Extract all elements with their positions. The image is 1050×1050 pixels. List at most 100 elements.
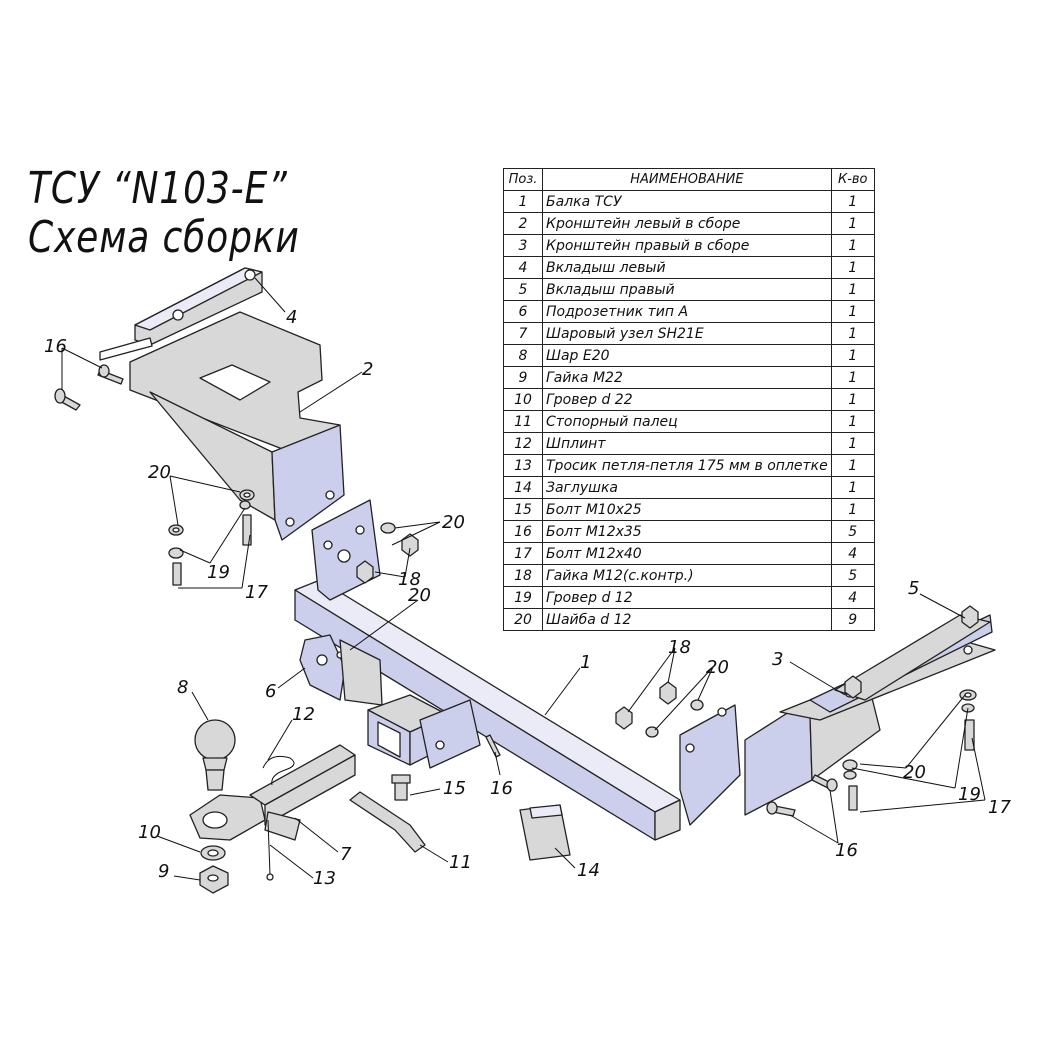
cell-name: Тросик петля-петля 175 мм в оплетке <box>542 454 832 477</box>
callout-5: 5 <box>908 578 919 599</box>
cell-name: Вкладыш левый <box>542 256 832 279</box>
title-line-2: Схема сборки <box>28 212 300 263</box>
callout-20a: 20 <box>148 462 171 483</box>
cell-qty: 1 <box>830 366 875 389</box>
callout-8: 8 <box>177 677 188 698</box>
callout-3: 3 <box>772 649 783 670</box>
part-10-spring-washer <box>200 845 226 861</box>
callout-19a: 19 <box>207 562 230 583</box>
callout-20b: 20 <box>442 512 465 533</box>
cell-pos: 9 <box>503 366 543 389</box>
table-header-row: Поз. НАИМЕНОВАНИЕ К-во <box>503 168 875 191</box>
callout-17a: 17 <box>245 582 268 603</box>
callout-16a: 16 <box>44 336 67 357</box>
cell-pos: 12 <box>503 432 543 455</box>
cell-qty: 1 <box>830 454 875 477</box>
callout-11: 11 <box>449 852 472 873</box>
callout-1: 1 <box>580 652 591 673</box>
callout-20e: 20 <box>903 762 926 783</box>
cell-pos: 11 <box>503 410 543 433</box>
part-9-nut <box>199 865 229 894</box>
cell-pos: 7 <box>503 322 543 345</box>
callout-2: 2 <box>362 359 373 380</box>
cell-pos: 8 <box>503 344 543 367</box>
cell-name: Подрозетник тип А <box>542 300 832 323</box>
cell-qty: 1 <box>830 410 875 433</box>
cell-name: Болт М12х35 <box>542 520 832 543</box>
cell-qty: 1 <box>830 234 875 257</box>
cell-qty: 1 <box>830 256 875 279</box>
cell-name: Гровер d 12 <box>542 586 832 609</box>
cell-name: Шплинт <box>542 432 832 455</box>
part-14-plug <box>519 804 571 861</box>
header-qty: К-во <box>830 168 875 191</box>
callout-13: 13 <box>313 868 336 889</box>
title-line-1: ТСУ “N103-E” <box>28 163 288 214</box>
callout-14: 14 <box>577 860 600 881</box>
header-name: НАИМЕНОВАНИЕ <box>542 168 832 191</box>
part-15-bolt <box>391 774 411 801</box>
part-4-left-insert <box>99 267 263 361</box>
cell-pos: 6 <box>503 300 543 323</box>
cell-qty: 9 <box>830 608 875 631</box>
cell-name: Болт М12х40 <box>542 542 832 565</box>
cell-name: Шар Е20 <box>542 344 832 367</box>
cell-pos: 15 <box>503 498 543 521</box>
cell-pos: 13 <box>503 454 543 477</box>
cell-pos: 20 <box>503 608 543 631</box>
cell-pos: 10 <box>503 388 543 411</box>
cell-qty: 4 <box>830 542 875 565</box>
cell-pos: 4 <box>503 256 543 279</box>
part-7-ball-mount <box>189 744 356 841</box>
header-pos: Поз. <box>503 168 543 191</box>
part-1-beam <box>294 499 741 841</box>
cell-name: Шаровый узел SH21E <box>542 322 832 345</box>
cell-pos: 19 <box>503 586 543 609</box>
callout-17b: 17 <box>988 797 1011 818</box>
callout-15: 15 <box>443 778 466 799</box>
callout-16c: 16 <box>835 840 858 861</box>
cell-pos: 14 <box>503 476 543 499</box>
callout-7: 7 <box>340 844 352 865</box>
part-6-socket-plate <box>299 634 383 706</box>
cell-name: Балка ТСУ <box>542 190 832 213</box>
cell-name: Гайка М12(с.контр.) <box>542 564 832 587</box>
cell-qty: 1 <box>830 300 875 323</box>
callout-18a: 18 <box>398 569 421 590</box>
callout-6: 6 <box>265 681 276 702</box>
cell-pos: 5 <box>503 278 543 301</box>
cell-qty: 1 <box>830 476 875 499</box>
cell-name: Стопорный палец <box>542 410 832 433</box>
cell-qty: 5 <box>830 520 875 543</box>
callout-9: 9 <box>158 861 169 882</box>
callout-20d: 20 <box>706 657 729 678</box>
cell-name: Болт М10х25 <box>542 498 832 521</box>
callout-18b: 18 <box>668 637 691 658</box>
leader-lines <box>61 277 986 881</box>
cell-name: Гайка М22 <box>542 366 832 389</box>
callout-4: 4 <box>286 307 297 328</box>
cell-qty: 1 <box>830 498 875 521</box>
cell-name: Гровер d 22 <box>542 388 832 411</box>
callout-10: 10 <box>138 822 161 843</box>
cell-pos: 16 <box>503 520 543 543</box>
cell-pos: 18 <box>503 564 543 587</box>
